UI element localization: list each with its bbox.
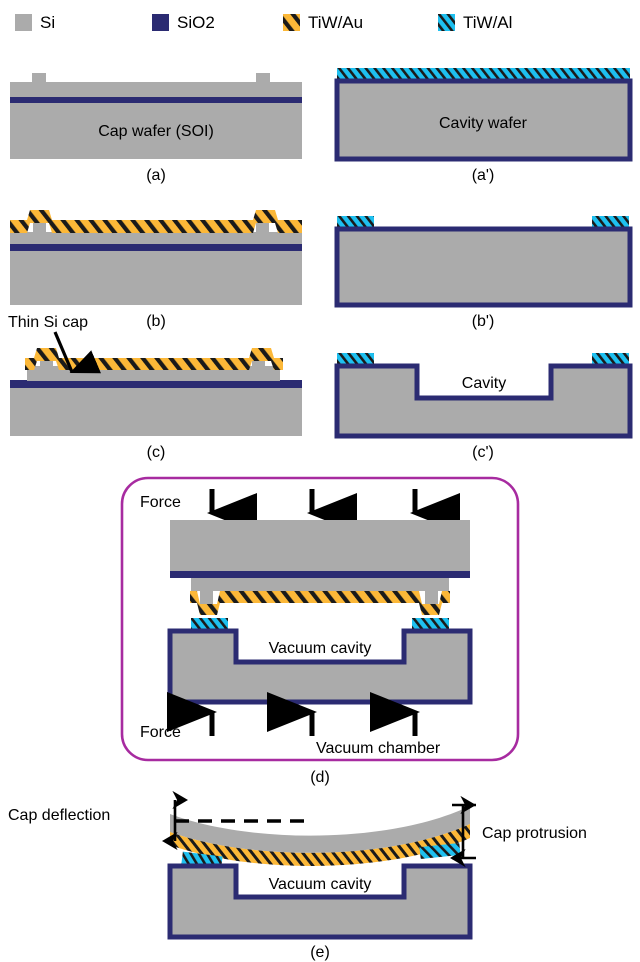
force-bottom-label: Force xyxy=(140,724,181,741)
panel-d-bump-right xyxy=(425,591,438,604)
panel-e-caption: (e) xyxy=(310,944,330,961)
panel-c-prime-caption: (c') xyxy=(472,444,494,461)
panel-b-tiwau-layer xyxy=(10,210,302,233)
panel-b-prime-caption: (b') xyxy=(472,313,495,330)
panel-a-title: Cap wafer (SOI) xyxy=(98,123,214,140)
panel-a-bump-right xyxy=(256,73,270,82)
legend-label-tiwau: TiW/Au xyxy=(308,13,363,32)
panel-e: Vacuum cavity Cap deflection Cap protrus… xyxy=(8,790,587,961)
panel-c-caption: (c) xyxy=(147,444,166,461)
panel-a-caption: (a) xyxy=(146,167,166,184)
panel-b-caption: (b) xyxy=(146,313,166,330)
panel-a-device-layer xyxy=(10,82,302,97)
panel-d-caption: (d) xyxy=(310,769,330,786)
panel-b: (b) xyxy=(10,210,302,330)
panel-e-cavity-wafer xyxy=(167,863,473,940)
panel-b-prime: (b') xyxy=(334,216,633,330)
thin-si-cap-label: Thin Si cap xyxy=(8,314,88,331)
vacuum-chamber-boundary xyxy=(120,476,520,762)
panel-a-bump-left xyxy=(32,73,46,82)
panel-e-vacuum-cavity-label: Vacuum cavity xyxy=(269,876,372,893)
panel-d-vacuum-cavity-label: Vacuum cavity xyxy=(269,640,372,657)
panel-d-tiwal-pad-left xyxy=(191,618,228,631)
panel-c-prime-cavity-label: Cavity xyxy=(462,375,506,392)
panel-d-thin-si-cap xyxy=(191,578,449,591)
panel-a-prime-title: Cavity wafer xyxy=(439,115,528,132)
panel-b-oxide-layer xyxy=(10,244,302,251)
panel-c-prime: Cavity (c') xyxy=(334,353,633,461)
vacuum-chamber-label: Vacuum chamber xyxy=(316,740,441,757)
panel-d-cap-oxide xyxy=(170,571,470,578)
panel-a: Cap wafer (SOI) (a) xyxy=(10,73,302,184)
legend-swatch-tiwal xyxy=(438,14,455,31)
panel-c-prime-cavity-wafer xyxy=(334,363,633,439)
panel-d: Force Vacuum cavity Force Vacuum chamber… xyxy=(120,476,520,786)
panel-a-handle-wafer xyxy=(10,103,302,159)
legend-swatch-si xyxy=(15,14,32,31)
panel-a-prime-wafer xyxy=(334,78,633,162)
legend-label-si: Si xyxy=(40,13,55,32)
cap-protrusion-label: Cap protrusion xyxy=(482,825,587,842)
cap-deflection-label: Cap deflection xyxy=(8,807,110,824)
panel-c-oxide-layer xyxy=(10,380,302,388)
panel-e-tiwau-layer xyxy=(170,824,470,866)
panel-b-prime-pad-right xyxy=(592,216,629,229)
panel-d-tiwal-pad-right xyxy=(412,618,449,631)
panel-a-prime-tiwal-layer xyxy=(337,68,630,81)
panel-c-prime-pad-right xyxy=(592,353,629,366)
legend-label-sio2: SiO2 xyxy=(177,13,215,32)
panel-b-device-layer xyxy=(10,232,302,244)
legend: Si SiO2 TiW/Au TiW/Al xyxy=(15,13,512,32)
legend-swatch-tiwau xyxy=(283,14,300,31)
panel-e-deflected-cap xyxy=(170,806,470,853)
panel-b-prime-wafer xyxy=(334,226,633,308)
legend-swatch-sio2 xyxy=(152,14,169,31)
panel-c: Thin Si cap (c) xyxy=(8,314,302,461)
thin-si-cap-arrow xyxy=(53,331,102,374)
panel-d-bump-left xyxy=(200,591,213,604)
force-top-label: Force xyxy=(140,494,181,511)
panel-b-prime-pad-left xyxy=(337,216,374,229)
legend-label-tiwal: TiW/Al xyxy=(463,13,512,32)
panel-b-handle-wafer xyxy=(10,251,302,305)
panel-a-prime: Cavity wafer (a') xyxy=(334,68,633,184)
panel-a-prime-caption: (a') xyxy=(472,167,495,184)
panel-c-prime-pad-left xyxy=(337,353,374,366)
panel-d-tiwau-layer xyxy=(190,591,450,615)
panel-a-oxide-layer xyxy=(10,97,302,103)
panel-d-cap-handle-wafer xyxy=(170,520,470,571)
panel-c-handle-wafer xyxy=(10,388,302,436)
